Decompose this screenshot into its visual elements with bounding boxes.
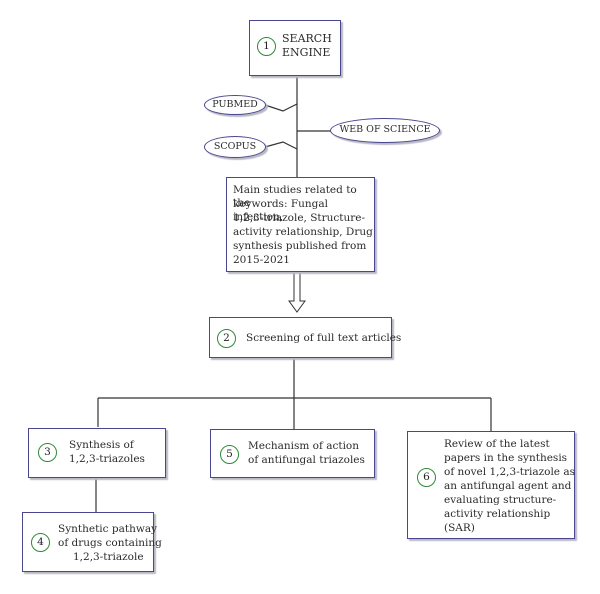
review-line: activity relationship: [444, 508, 551, 520]
main-studies-line: 1,2,3-triazole, Structure-: [233, 212, 366, 224]
main-studies-line: synthesis published from: [233, 240, 367, 252]
node-search-engine: 1 SEARCH ENGINE: [249, 20, 341, 76]
node-main-studies: Main studies related to the keywords: Fu…: [226, 177, 375, 272]
connector-scopus: [264, 141, 298, 150]
synthesis-label-line1: Synthesis of: [69, 439, 134, 451]
review-line: (SAR): [444, 522, 475, 534]
pathway-label-line3: 1,2,3-triazole: [73, 551, 144, 563]
main-studies-line: 2015-2021: [233, 254, 290, 266]
node-screening: 2 Screening of full text articles: [209, 317, 401, 358]
step-number-badge: 3: [38, 443, 57, 462]
node-synthetic-pathway: 4 Synthetic pathway of drugs containing …: [22, 512, 162, 572]
main-studies-line: Main studies related to the: [233, 184, 357, 209]
node-synthesis: 3 Synthesis of 1,2,3-triazoles: [28, 428, 166, 478]
main-studies-line: activity relationship, Drug: [233, 226, 373, 238]
node-scopus: SCOPUS: [204, 136, 266, 158]
node-mechanism: 5 Mechanism of action of antifungal tria…: [210, 429, 375, 478]
pathway-label-line1: Synthetic pathway: [58, 523, 158, 535]
step-number-badge: 6: [417, 468, 436, 487]
node-review: 6 Review of the latest papers in the syn…: [407, 431, 575, 539]
step-number-badge: 5: [220, 445, 239, 464]
review-line: Review of the latest: [444, 438, 550, 450]
review-line: evaluating structure-: [444, 494, 557, 506]
node-web-of-science: WEB OF SCIENCE: [330, 118, 440, 143]
step-number-badge: 1: [257, 37, 276, 56]
step-number-badge: 2: [217, 329, 236, 348]
node-pubmed: PUBMED: [204, 95, 266, 115]
mechanism-label-line2: of antifungal triazoles: [248, 454, 365, 466]
step-number-badge: 4: [31, 533, 50, 552]
synthesis-label-line2: 1,2,3-triazoles: [69, 453, 145, 465]
search-engine-label-line2: ENGINE: [282, 46, 331, 59]
screening-label: Screening of full text articles: [246, 332, 402, 344]
review-line: an antifungal agent and: [444, 480, 572, 492]
pathway-label-line2: of drugs containing: [58, 537, 162, 549]
search-engine-label-line1: SEARCH: [282, 32, 332, 45]
mechanism-label-line1: Mechanism of action: [248, 440, 360, 452]
arrow-main-to-screening: [288, 272, 306, 313]
connector-pubmed: [264, 103, 298, 112]
review-line: papers in the synthesis: [444, 452, 568, 464]
main-studies-line: keywords: Fungal infection,: [233, 198, 328, 223]
review-line: of novel 1,2,3-triazole as: [444, 466, 576, 478]
